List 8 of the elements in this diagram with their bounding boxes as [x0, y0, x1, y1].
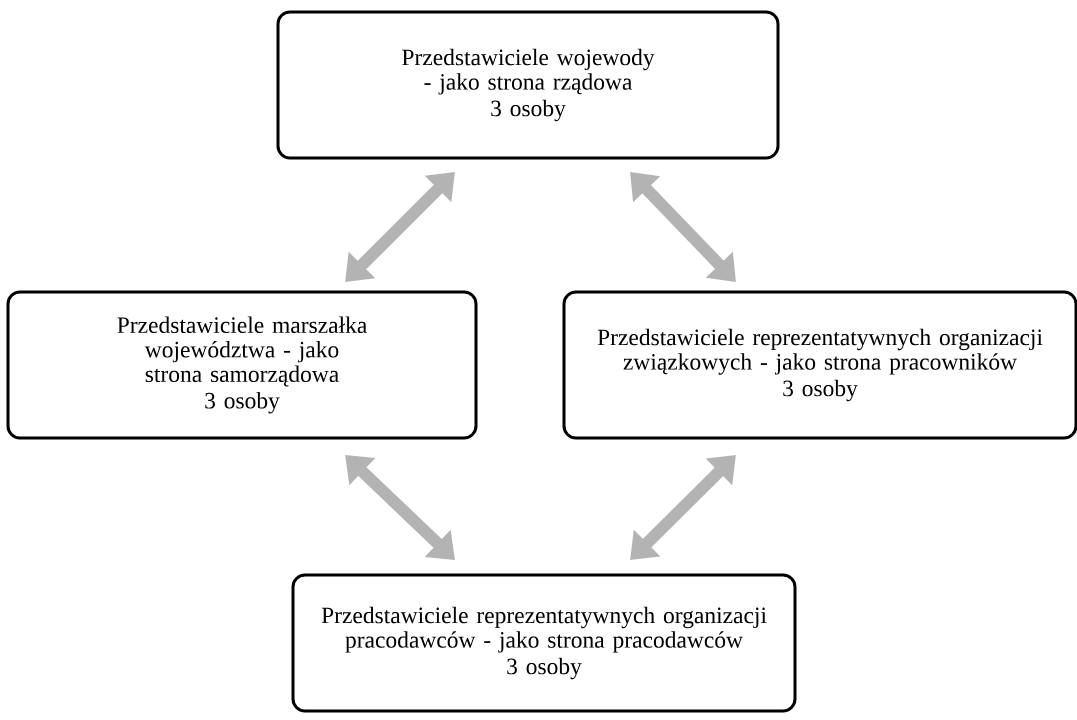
- double-arrow: [630, 455, 736, 560]
- text-box: Przedstawiciele reprezentatywnych organizacji związkowych - jako strona pracowników 3 osoby: [562, 290, 1077, 440]
- double-arrow: [345, 172, 455, 282]
- text-box: Przedstawiciele reprezentatywnych organizacji pracodawców - jako strona pracodawców 3 osoby: [291, 573, 797, 713]
- text-box: Przedstawiciele marszałka województwa - jako strona samorządowa 3 osoby: [6, 290, 478, 440]
- double-arrow: [630, 172, 736, 282]
- text-box: Przedstawiciele wojewody - jako strona rządowa 3 osoby: [276, 10, 780, 160]
- double-arrow: [345, 455, 455, 560]
